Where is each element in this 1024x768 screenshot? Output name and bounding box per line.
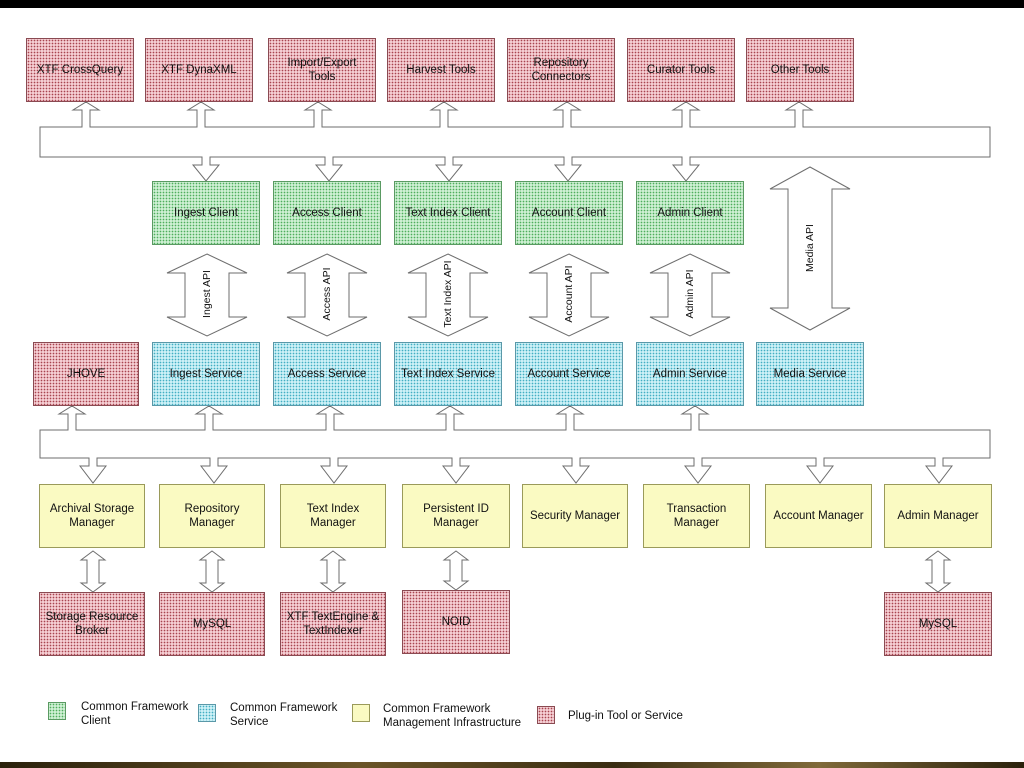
- legend-swatch-client: [48, 702, 66, 720]
- tool-import-export: Import/Export Tools: [268, 38, 376, 102]
- bottom-bus-arrow: [39, 405, 991, 484]
- access-api-label: Access API: [320, 267, 333, 321]
- text-index-api-label: Text Index API: [441, 260, 454, 328]
- text-index-manager: Text Index Manager: [280, 484, 386, 548]
- repository-manager: Repository Manager: [159, 484, 265, 548]
- text-index-service: Text Index Service: [394, 342, 502, 406]
- access-service: Access Service: [273, 342, 381, 406]
- legend-label-management: Common Framework Management Infrastructu…: [383, 703, 522, 729]
- ingest-service: Ingest Service: [152, 342, 260, 406]
- access-api-arrow: [286, 253, 368, 337]
- ingest-client: Ingest Client: [152, 181, 260, 245]
- ingest-api-label: Ingest API: [200, 270, 213, 318]
- tool-harvest: Harvest Tools: [387, 38, 495, 102]
- legend-swatch-service: [198, 704, 216, 722]
- persistent-id-link-arrow: [442, 550, 470, 591]
- storage-resource-broker: Storage Resource Broker: [39, 592, 145, 656]
- ingest-api-arrow: [166, 253, 248, 337]
- tool-repository-connectors: Repository Connectors: [507, 38, 615, 102]
- account-api-arrow: [528, 253, 610, 337]
- persistent-id-manager: Persistent ID Manager: [402, 484, 510, 548]
- legend-label-plugin: Plug-in Tool or Service: [568, 710, 683, 722]
- legend-swatch-management: [352, 704, 370, 722]
- archival-storage-link-arrow: [79, 550, 107, 593]
- legend-label-client: Common Framework Client: [81, 701, 189, 727]
- admin-manager-link-arrow: [924, 550, 952, 593]
- media-api-label: Media API: [803, 224, 816, 272]
- admin-client: Admin Client: [636, 181, 744, 245]
- admin-api-label: Admin API: [683, 269, 696, 319]
- account-manager: Account Manager: [765, 484, 872, 548]
- legend-swatch-plugin: [537, 706, 555, 724]
- account-service: Account Service: [515, 342, 623, 406]
- text-index-link-arrow: [319, 550, 347, 593]
- text-index-api-arrow: [407, 253, 489, 337]
- top-bar: [0, 0, 1024, 8]
- admin-manager: Admin Manager: [884, 484, 992, 548]
- top-bus-arrow: [39, 101, 991, 182]
- text-index-client: Text Index Client: [394, 181, 502, 245]
- noid-plugin: NOID: [402, 590, 510, 654]
- mysql-admin: MySQL: [884, 592, 992, 656]
- access-client: Access Client: [273, 181, 381, 245]
- jhove-plugin: JHOVE: [33, 342, 139, 406]
- connector-arrows: [39, 101, 991, 593]
- tool-other: Other Tools: [746, 38, 854, 102]
- tool-xtf-crossquery: XTF CrossQuery: [26, 38, 134, 102]
- repository-link-arrow: [198, 550, 226, 593]
- tool-curator: Curator Tools: [627, 38, 735, 102]
- legend-label-service: Common Framework Service: [230, 702, 338, 728]
- xtf-textengine: XTF TextEngine & TextIndexer: [280, 592, 386, 656]
- security-manager: Security Manager: [522, 484, 628, 548]
- mysql-repository: MySQL: [159, 592, 265, 656]
- media-service: Media Service: [756, 342, 864, 406]
- tool-xtf-dynaxml: XTF DynaXML: [145, 38, 253, 102]
- account-client: Account Client: [515, 181, 623, 245]
- archival-storage-manager: Archival Storage Manager: [39, 484, 145, 548]
- bottom-decoration: [0, 762, 1024, 768]
- admin-service: Admin Service: [636, 342, 744, 406]
- architecture-slide: XTF CrossQuery XTF DynaXML Import/Export…: [0, 8, 1024, 762]
- transaction-manager: Transaction Manager: [643, 484, 750, 548]
- admin-api-arrow: [649, 253, 731, 337]
- account-api-label: Account API: [562, 265, 575, 323]
- media-api-arrow: [769, 166, 851, 331]
